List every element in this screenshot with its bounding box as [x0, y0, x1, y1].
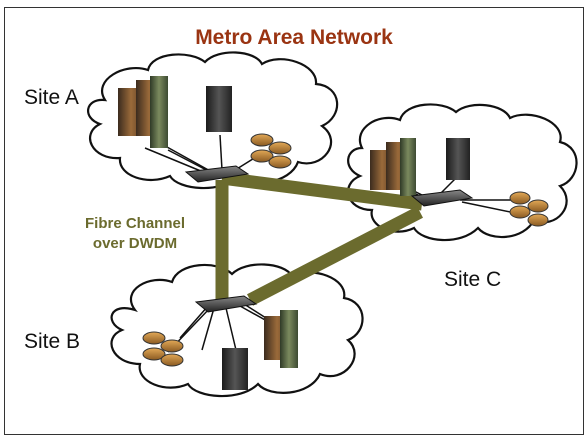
fibre-links: [215, 171, 423, 306]
site-c-label: Site C: [444, 268, 502, 291]
server-dark-icon: [446, 138, 470, 180]
link-b-c: [247, 206, 423, 306]
site-a-devices: [118, 76, 292, 183]
diagram-title: Metro Area Network: [195, 26, 393, 49]
server-rack-icon: [280, 310, 298, 368]
fc-switch-icon: [410, 189, 474, 207]
diagram-frame: [4, 7, 584, 435]
link-label-line1: Fibre Channel: [84, 215, 185, 232]
server-dark-icon: [206, 86, 232, 132]
fc-switch-icon: [194, 295, 258, 313]
site-c-devices: [370, 138, 549, 227]
link-label-line2: over DWDM: [92, 235, 178, 252]
site-b-devices: [142, 295, 298, 390]
disk-array-icon: [142, 331, 184, 367]
link-a-c: [221, 171, 423, 211]
disk-array-icon: [250, 133, 292, 169]
server-rack-icon: [400, 138, 416, 196]
server-rack-icon: [150, 76, 168, 148]
link-label: Fibre Channel over DWDM: [55, 214, 215, 254]
site-b-label: Site B: [24, 330, 81, 353]
server-dark-icon: [222, 348, 248, 390]
disk-array-icon: [509, 191, 549, 227]
fc-switch-icon: [184, 165, 250, 183]
site-a-label: Site A: [24, 86, 79, 109]
